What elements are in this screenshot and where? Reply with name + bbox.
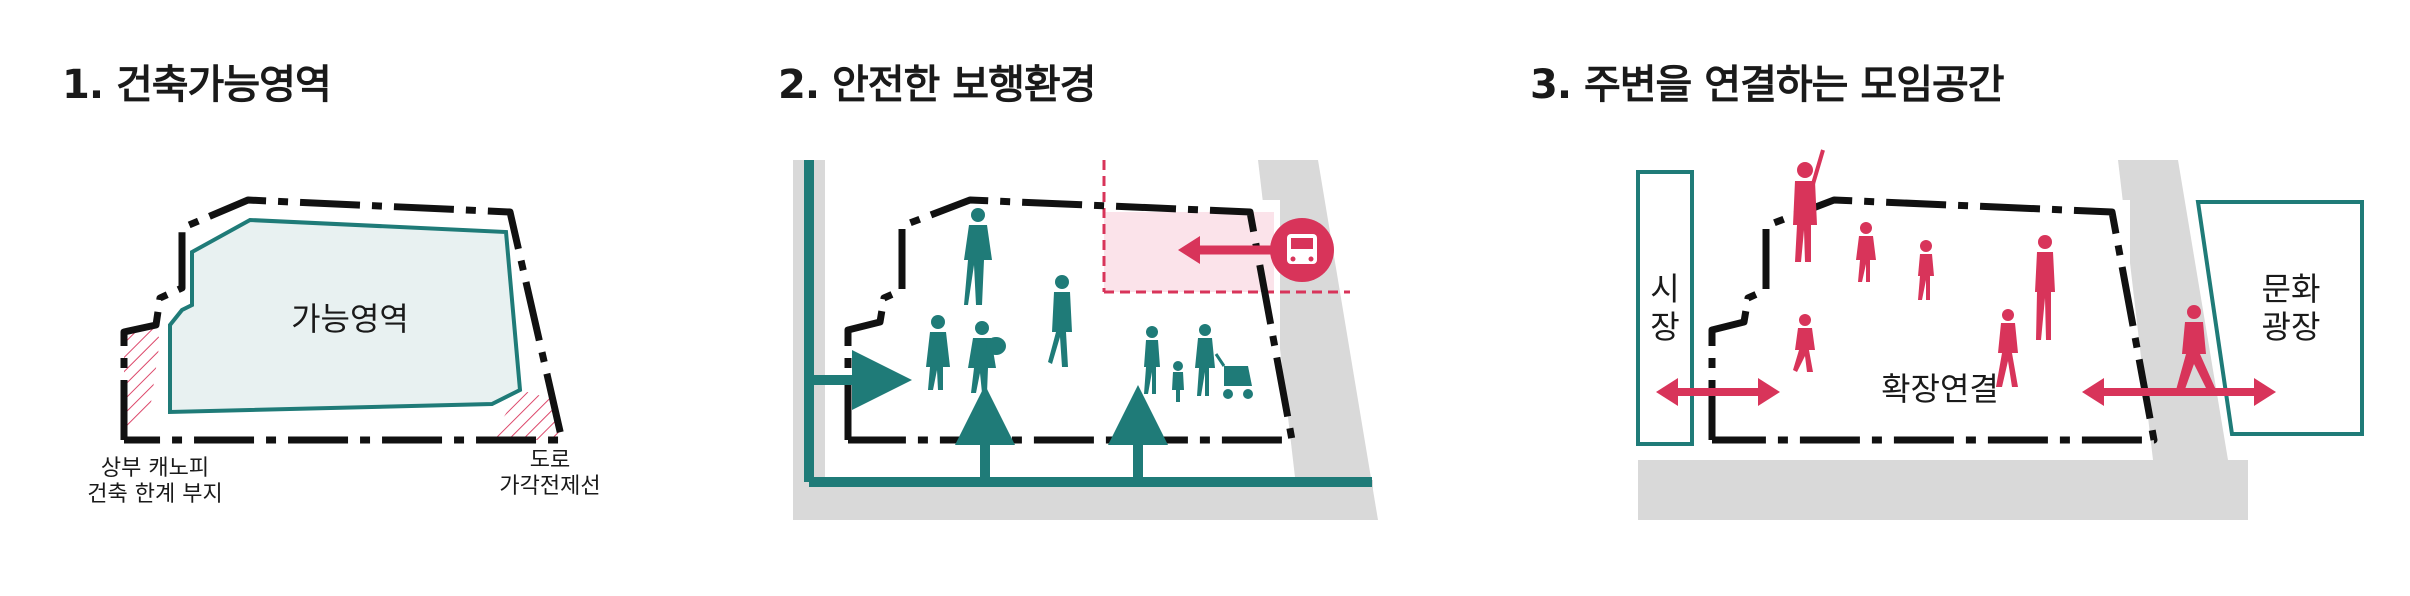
connection-arrow-right: [2082, 378, 2276, 406]
person-icon: [1793, 149, 1825, 262]
person-icon: [1856, 222, 1876, 282]
panel3-title: 3. 주변을 연결하는 모임공간: [1530, 62, 2005, 108]
person-icon: [1144, 326, 1160, 394]
panel2-diagram: [793, 160, 1378, 520]
connection-arrow-left: [1656, 378, 1780, 406]
person-icon: [1918, 240, 1934, 300]
buildable-zone: [168, 217, 523, 415]
person-icon: [926, 315, 950, 390]
site-boundary-2: [844, 196, 1296, 444]
road-corner-hatch: [490, 390, 562, 440]
person-icon: [2035, 235, 2055, 340]
site-boundary-3: [1708, 196, 2158, 444]
buildable-zone-label: 가능영역: [291, 300, 409, 338]
person-icon: [968, 321, 1006, 393]
site-boundary-1: [120, 196, 566, 444]
panel1-diagram: [120, 196, 566, 444]
canopy-limit-hatch: [124, 325, 160, 440]
ground-bottom: [1638, 460, 2248, 520]
person-icon: [1048, 275, 1072, 367]
canopy-limit-note: 상부 캐노피 건축 한계 부지: [87, 456, 223, 508]
bus-icon: [1270, 218, 1334, 282]
person-icon: [2176, 305, 2216, 392]
panel3-diagram: [1636, 149, 2364, 520]
road-right-3: [2118, 160, 2238, 520]
road-corner-note: 도로 가각전제선: [499, 448, 601, 500]
stroller-icon: [1214, 353, 1253, 399]
culture-plaza-label: 문화 광장: [2261, 270, 2321, 347]
person-icon: [964, 208, 992, 305]
gathering-figures: [1793, 149, 2216, 392]
person-icon: [1793, 314, 1815, 372]
panel1-title: 1. 건축가능영역: [62, 62, 332, 108]
person-icon: [1172, 361, 1184, 402]
pedestrian-figures: [926, 208, 1253, 402]
market-label: 시 장: [1650, 270, 1680, 347]
person-icon: [1195, 324, 1215, 396]
person-icon: [1996, 309, 2018, 387]
expansion-label: 확장연결: [1881, 370, 1999, 408]
culture-plaza-box: [2195, 200, 2364, 436]
market-box: [1636, 170, 1694, 446]
panel2-title: 2. 안전한 보행환경: [778, 62, 1096, 108]
